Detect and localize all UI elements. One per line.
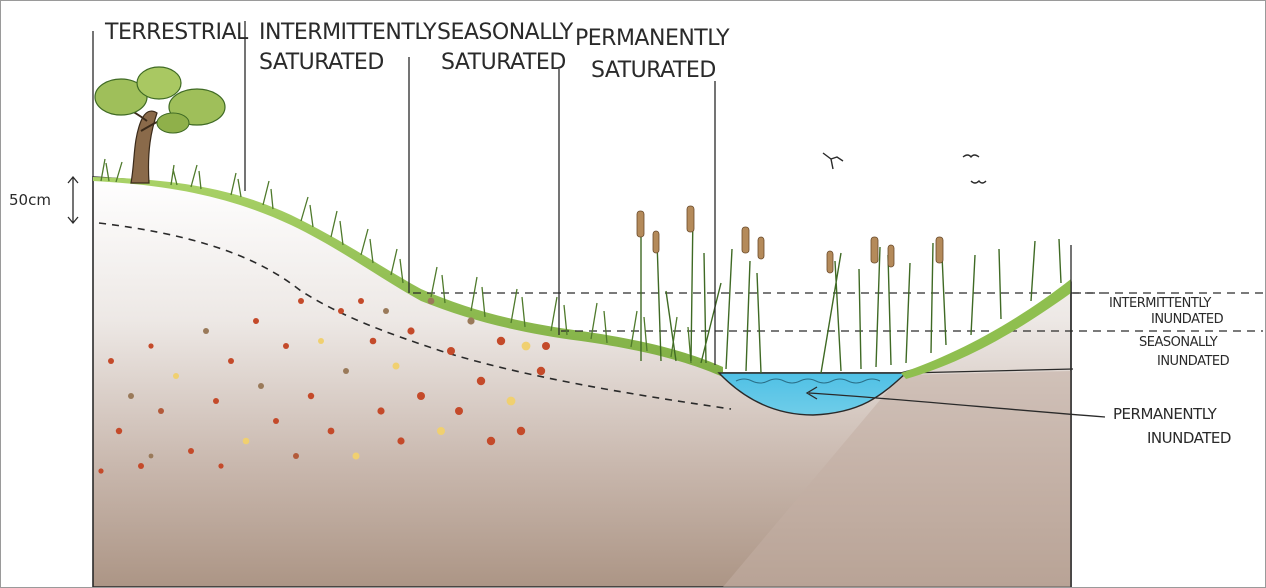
- label-intermittently-inundated-2: INUNDATED: [1151, 312, 1224, 327]
- scale-label: 50cm: [9, 191, 51, 209]
- tree-illustration: [95, 67, 225, 183]
- bird-3: [971, 181, 986, 183]
- cattail-heads-left: [637, 206, 764, 259]
- tree-canopy-top: [137, 67, 181, 99]
- zone-label-seasonally-2: SATURATED: [441, 50, 566, 75]
- zone-label-intermittently-1: INTERMITTENTLY: [259, 20, 437, 45]
- tree-trunk: [131, 111, 157, 183]
- label-seasonally-inundated-1: SEASONALLY: [1139, 335, 1218, 350]
- label-permanently-inundated-1: PERMANENTLY: [1113, 405, 1218, 423]
- zone-label-seasonally-1: SEASONALLY: [437, 20, 574, 45]
- zone-label-intermittently-2: SATURATED: [259, 50, 384, 75]
- scale-indicator: [68, 177, 78, 223]
- bird-2: [963, 155, 979, 157]
- label-permanently-inundated-2: INUNDATED: [1147, 429, 1231, 447]
- zone-label-terrestrial: TERRESTRIAL: [104, 20, 249, 45]
- label-intermittently-inundated-1: INTERMITTENTLY: [1109, 296, 1211, 311]
- cattail-heads-right: [827, 237, 943, 273]
- bird-1: [823, 153, 843, 169]
- birds: [823, 153, 986, 183]
- zone-label-permanently-2: SATURATED: [591, 58, 716, 83]
- zone-label-permanently-1: PERMANENTLY: [575, 26, 730, 51]
- label-seasonally-inundated-2: INUNDATED: [1157, 354, 1230, 369]
